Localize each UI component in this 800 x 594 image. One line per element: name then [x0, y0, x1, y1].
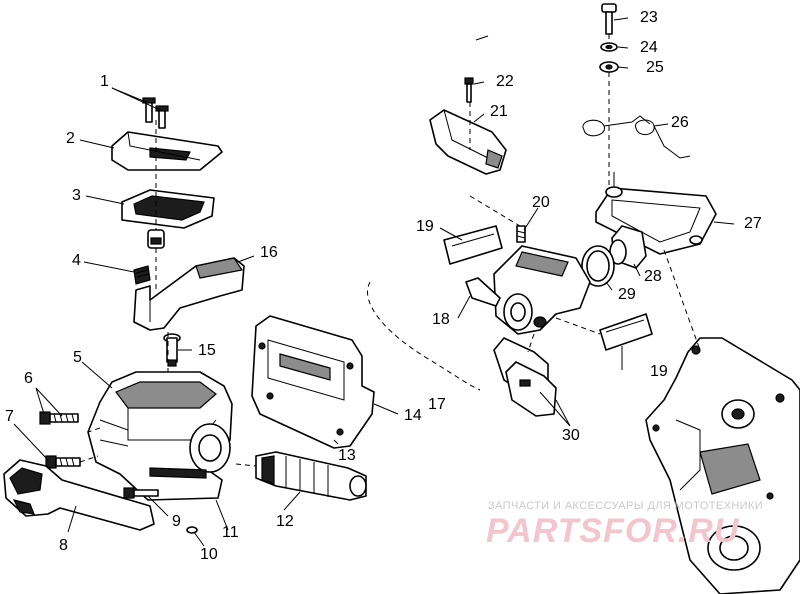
callout-15: 15	[198, 342, 216, 359]
part-19-pad-lower	[599, 313, 653, 351]
part-21-cap	[429, 109, 507, 175]
part-main-casing	[645, 337, 800, 594]
part-25-washer	[599, 61, 619, 73]
callout-21: 21	[490, 103, 508, 120]
callout-27: 27	[744, 215, 762, 232]
part-8-lever	[3, 459, 155, 531]
part-10-nut	[186, 526, 198, 534]
part-24-washer	[600, 42, 618, 52]
callout-23: 23	[640, 9, 658, 26]
callout-4: 4	[72, 252, 81, 269]
watermark-logo: PARTSFOR.RU	[486, 512, 740, 550]
callout-10: 10	[200, 546, 218, 563]
callout-19a: 19	[416, 218, 434, 235]
part-4-spring	[133, 265, 151, 285]
callout-8: 8	[59, 537, 68, 554]
callout-13: 13	[338, 447, 356, 464]
callout-28: 28	[644, 268, 662, 285]
part-20-screw	[516, 225, 526, 243]
part-19-pad-upper	[443, 225, 503, 265]
callout-11: 11	[222, 524, 239, 541]
callout-30: 30	[562, 427, 580, 444]
part-23-bolt	[601, 3, 617, 35]
leader-lines	[13, 17, 735, 547]
callout-7: 7	[5, 408, 14, 425]
part-2-cover	[111, 131, 223, 171]
callout-20: 20	[532, 194, 550, 211]
callout-9: 9	[172, 513, 181, 530]
part-15-pin	[163, 333, 181, 367]
part-plunger	[147, 229, 165, 249]
part-7-bolt	[45, 455, 81, 469]
callout-22: 22	[496, 73, 514, 90]
part-26-spring-clip	[582, 115, 691, 159]
watermark-caption: ЗАПЧАСТИ И АКСЕССУАРЫ ДЛЯ МОТОТЕХНИКИ	[488, 500, 764, 512]
part-22-screw	[464, 77, 474, 103]
part-29-o-ring	[581, 245, 615, 287]
part-6-bolt	[39, 411, 79, 425]
alignment-lines	[79, 34, 701, 467]
part-18-caliper	[465, 245, 591, 335]
callout-17: 17	[428, 396, 446, 413]
callout-1: 1	[100, 73, 109, 90]
part-28-sleeve	[609, 225, 647, 269]
callout-2: 2	[66, 130, 75, 147]
callout-6: 6	[24, 370, 33, 387]
callout-25: 25	[646, 59, 664, 76]
callout-19b: 19	[650, 363, 668, 380]
callout-14: 14	[404, 407, 422, 424]
part-5-housing	[87, 371, 233, 501]
part-27-frame	[595, 186, 717, 255]
callout-26: 26	[671, 114, 689, 131]
part-30-brake-pads	[493, 337, 557, 417]
callout-24: 24	[640, 39, 658, 56]
part-9-bolt	[123, 487, 159, 499]
part-12-grip	[255, 451, 367, 501]
part-16-bracket	[133, 257, 245, 331]
callout-29: 29	[618, 286, 636, 303]
callout-18: 18	[432, 311, 450, 328]
part-13-cover-plate	[251, 315, 375, 449]
callout-3: 3	[72, 187, 81, 204]
callout-16: 16	[260, 244, 278, 261]
callout-5: 5	[73, 349, 82, 366]
part-3-gasket	[121, 189, 215, 229]
callout-12: 12	[276, 513, 294, 530]
